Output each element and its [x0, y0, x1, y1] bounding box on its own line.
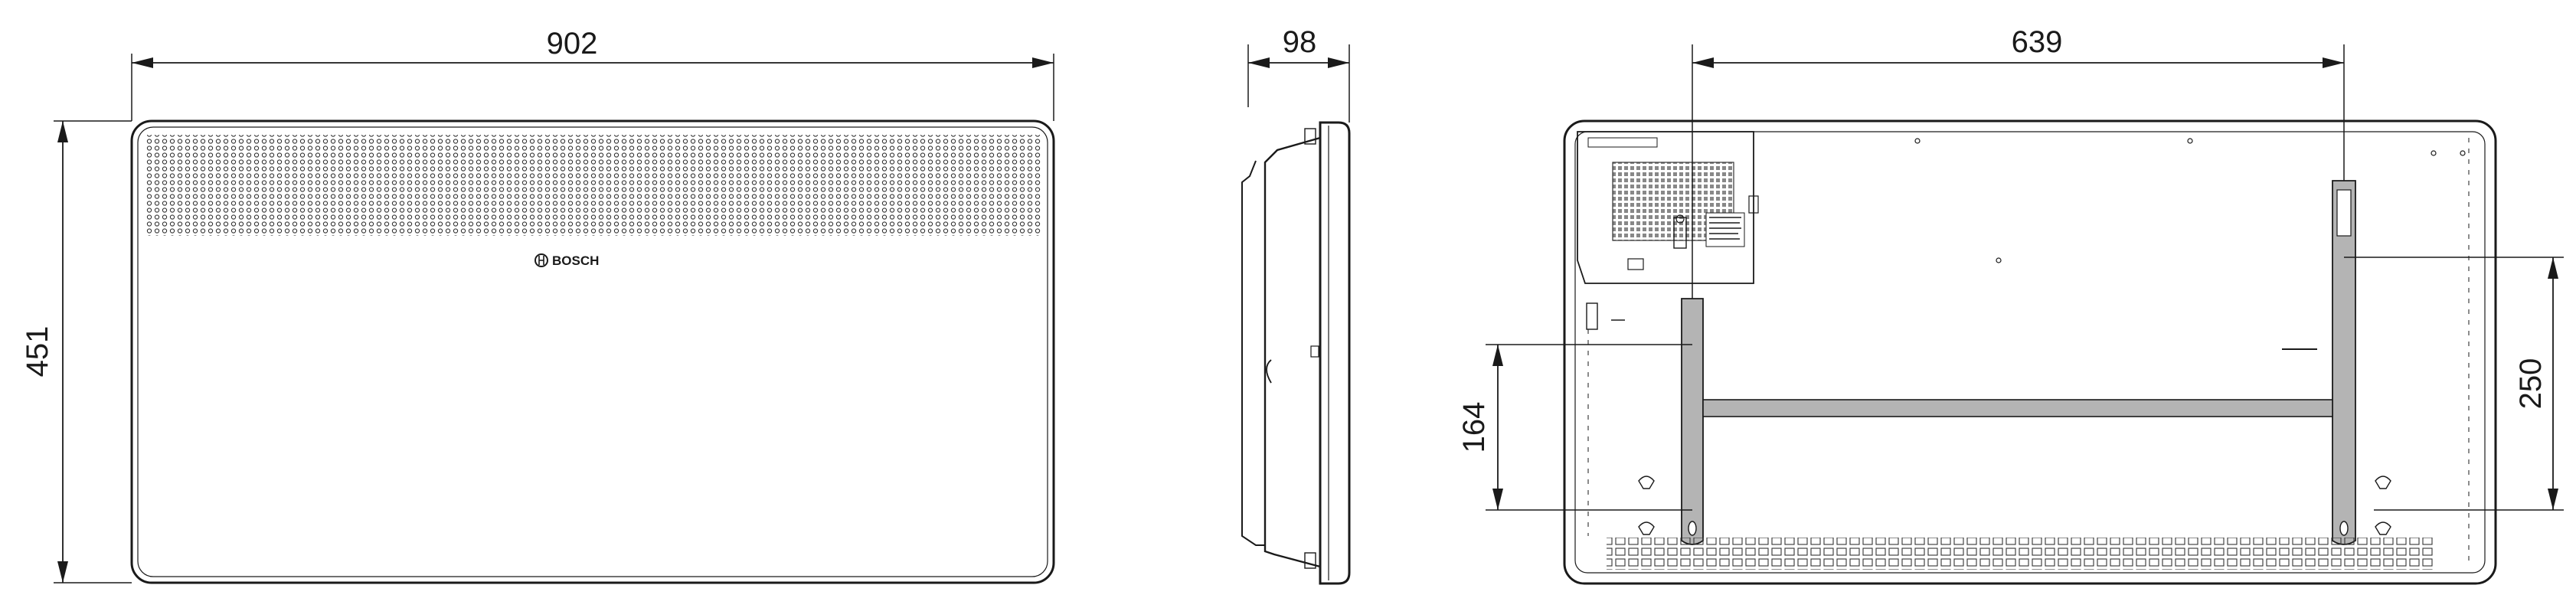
rear-left-mount-height-label: 164: [1457, 402, 1491, 453]
side-body: [1263, 136, 1321, 568]
rear-right-mount-height-label: 250: [2514, 358, 2548, 410]
rear-panel-outline: [1563, 119, 2497, 585]
brand-logo: BOSCH: [552, 253, 599, 268]
rear-vent-slots: [1607, 538, 2434, 570]
side-front-panel: [1319, 121, 1351, 585]
rear-view: [1486, 44, 2564, 585]
bracket-cross-bar: [1702, 399, 2333, 417]
side-wall-bracket: [1241, 160, 1265, 546]
bosch-logo-icon: [534, 253, 548, 267]
control-box: [1577, 131, 1754, 284]
front-panel-inner: [137, 126, 1048, 577]
front-view: [54, 54, 1055, 584]
front-height-label: 451: [21, 326, 54, 378]
side-view: [1241, 44, 1351, 585]
rear-panel-inner: [1574, 131, 2486, 574]
front-panel-outline: [130, 119, 1055, 584]
rear-bracket-spacing-label: 639: [2012, 25, 2063, 59]
side-depth-label: 98: [1283, 25, 1317, 59]
front-width-label: 902: [547, 27, 598, 60]
front-grille: [145, 135, 1041, 236]
left-wall-bracket: [1681, 298, 1704, 545]
